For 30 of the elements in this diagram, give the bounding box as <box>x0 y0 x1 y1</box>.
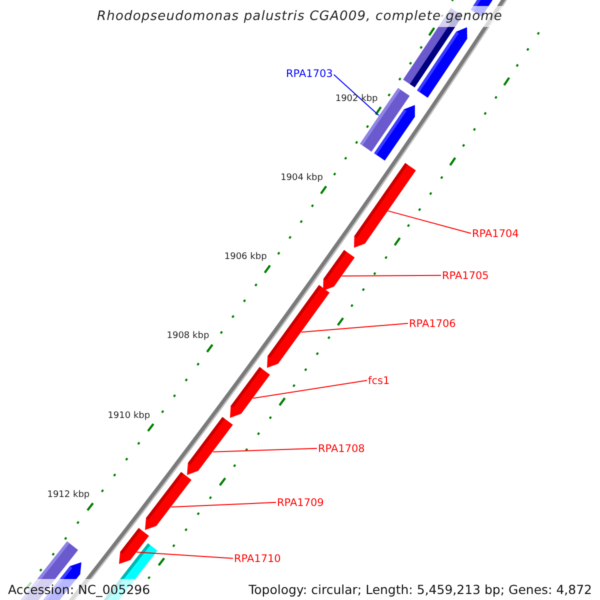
scale-label: 1904 kbp <box>280 172 323 183</box>
gene-feature <box>360 88 410 152</box>
scale-label: 1910 kbp <box>108 410 150 420</box>
leader-line <box>212 448 318 452</box>
gene-label: RPA1705 <box>442 270 489 282</box>
leader-line <box>333 74 380 116</box>
gene-label: RPA1710 <box>234 553 281 565</box>
scale-label: 1912 kbp <box>47 490 90 500</box>
gene-label: fcs1 <box>368 375 390 387</box>
leader-line <box>341 274 442 276</box>
gene-feature <box>145 472 192 530</box>
gene-feature <box>323 250 355 291</box>
leader-line <box>252 380 368 399</box>
scale-label: 1902 kbp <box>335 94 378 104</box>
leader-line <box>300 322 408 333</box>
gene-feature <box>230 367 270 418</box>
gene-feature <box>119 528 150 564</box>
leader-line <box>387 210 472 234</box>
gene-feature <box>187 417 234 476</box>
gene-label: RPA1706 <box>409 318 456 330</box>
leader-line <box>170 502 276 508</box>
scale-label: 1906 kbp <box>224 252 267 262</box>
gene-label: RPA1703 <box>286 68 333 80</box>
leader-line <box>136 552 234 559</box>
gene-feature <box>267 284 330 368</box>
gene-label: RPA1709 <box>277 497 324 509</box>
gene-label: RPA1708 <box>318 443 365 455</box>
scale-label: 1908 kbp <box>166 331 210 342</box>
gene-feature <box>354 162 416 248</box>
gene-label: RPA1704 <box>472 228 519 240</box>
